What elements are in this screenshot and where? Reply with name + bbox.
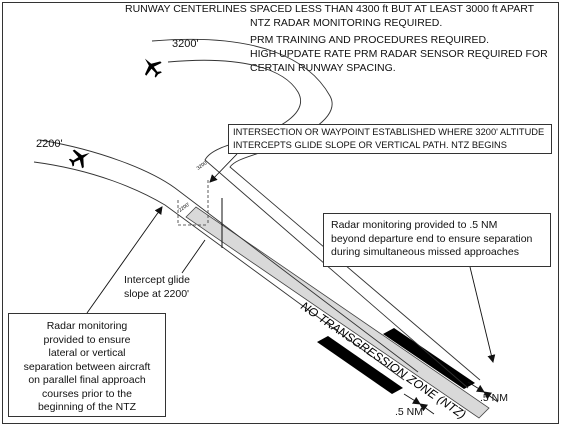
note-line: INTERCEPTS GLIDE SLOPE OR VERTICAL PATH.… [233,140,507,150]
ntz-label: NO TRANSGRESSION ZONE (NTZ) [298,299,468,422]
ntz-zone [185,206,490,419]
altitude-label-lower: 2200' [36,138,63,150]
distance-label-bottom: .5 NM [395,406,424,418]
dimension-bottom-a [403,393,421,405]
lateral-leader [86,206,163,314]
upper-path-tag: 3200' [196,160,209,172]
note-line: beginning of the NTZ [37,401,137,413]
note-line: INTERSECTION OR WAYPOINT ESTABLISHED WHE… [233,127,545,137]
runway-left [317,336,403,394]
header-line: PRM TRAINING AND PROCEDURES REQUIRED. [250,34,490,46]
note-line: courses prior to the [42,387,132,400]
missed-approach-note: Radar monitoring provided to .5 NM beyon… [323,213,551,267]
note-line: lateral or vertical [48,347,126,359]
intercept-leader [181,239,206,274]
note-line: slope at 2200' [124,287,190,300]
note-line: provided to ensure [43,333,131,346]
upper-approach-path-inner [167,59,469,389]
header-line: RUNWAY CENTERLINES SPACED LESS THAN 4300… [125,3,535,15]
diagram-frame [2,2,559,424]
note-line: Radar monitoring [46,320,128,332]
header-line: HIGH UPDATE RATE PRM RADAR SENSOR REQUIR… [250,48,548,60]
intercept-note: Intercept glide slope at 2200' [124,274,190,301]
note-line: Radar monitoring provided to .5 NM [331,219,498,231]
intersection-note: INTERSECTION OR WAYPOINT ESTABLISHED WHE… [228,124,552,154]
upper-approach-path-outer [151,38,481,381]
header-line: CERTAIN RUNWAY SPACING. [250,62,396,74]
airplane-icon [144,58,162,78]
distance-label-right: .5 NM [480,392,509,404]
altitude-label-upper: 3200' [172,38,199,50]
missed-approach-leader [469,266,496,363]
lower-approach-path-outer [39,139,419,373]
note-line: separation between aircraft [23,360,151,373]
intersection-leader [209,153,238,183]
lower-approach-path-inner [33,161,405,381]
lateral-separation-note: Radar monitoring provided to ensure late… [8,313,166,417]
dimension-right-a [467,381,485,393]
note-line: on parallel final approach [28,374,146,386]
dimension-right-b [483,391,499,403]
note-line: beyond departure end to ensure separatio… [331,232,533,245]
header-line: NTZ RADAR MONITORING REQUIRED. [250,17,443,29]
airplane-icon [68,149,90,169]
lower-path-tag: 2200' [178,202,191,214]
note-line: during simultaneous missed approaches [331,246,519,258]
dimension-bottom-b [419,403,435,415]
note-line: Intercept glide [124,274,190,286]
